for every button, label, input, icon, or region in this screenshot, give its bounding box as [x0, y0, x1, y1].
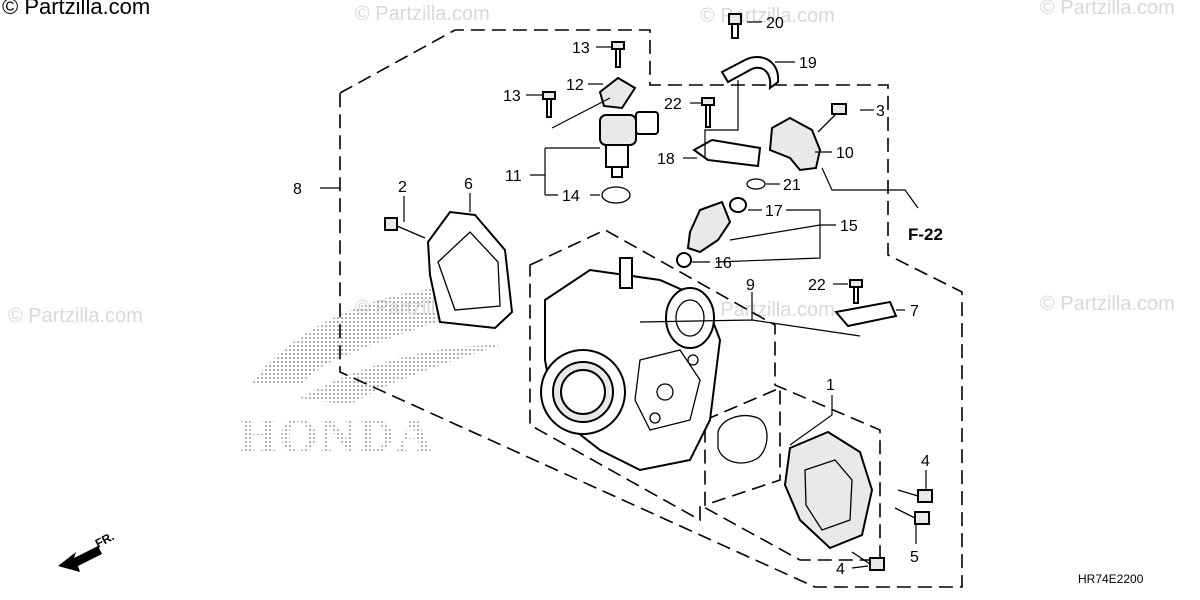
- o-ring-21: [746, 178, 766, 190]
- clamp-19: [720, 55, 780, 91]
- seal-17: [729, 197, 747, 213]
- plate-7: [834, 300, 898, 328]
- o-ring-14: [601, 186, 631, 204]
- cover-6: [426, 210, 514, 330]
- watermark: © Partzilla.com: [1040, 293, 1175, 315]
- callout-5: 5: [910, 549, 919, 566]
- throttle-body-9: [540, 257, 722, 472]
- callout-6: 6: [464, 176, 473, 193]
- callout-16: 16: [714, 255, 732, 272]
- sensor-11: [599, 111, 659, 178]
- callout-14: 14: [562, 188, 580, 205]
- callout-4: 4: [836, 561, 845, 578]
- watermark: © Partzilla.com: [8, 305, 143, 327]
- diagram-code: HR74E2200: [1078, 572, 1144, 586]
- callout-22: 22: [808, 277, 826, 294]
- screw-13-top: [611, 41, 625, 68]
- callout-1: 1: [826, 377, 835, 394]
- screw-4-top: [897, 489, 933, 503]
- callout-19: 19: [799, 55, 817, 72]
- bracket-18: [692, 138, 762, 168]
- callout-2: 2: [398, 179, 407, 196]
- reference-label: F-22: [908, 225, 943, 244]
- callout-20: 20: [766, 15, 784, 32]
- sub-group-outline: [529, 229, 881, 561]
- callout-8: 8: [293, 181, 302, 198]
- screw-4-bottom: [851, 551, 885, 571]
- callout-9: 9: [746, 277, 755, 294]
- leader-lines: [320, 21, 927, 569]
- injector-15: [686, 200, 732, 254]
- screw-22-top: [701, 97, 715, 128]
- callout-21: 21: [783, 177, 801, 194]
- screw-13-left: [542, 91, 556, 118]
- honda-logo-text: HONDA: [238, 407, 434, 463]
- front-arrow: FR.: [58, 529, 116, 572]
- sensor-1: [783, 430, 874, 550]
- callout-17: 17: [765, 203, 783, 220]
- callout-10: 10: [836, 145, 854, 162]
- callout-15: 15: [840, 218, 858, 235]
- screw-22-right: [849, 279, 863, 304]
- callout-12: 12: [566, 77, 584, 94]
- bolt-2: [384, 217, 426, 239]
- honda-wing-logo: [250, 285, 500, 405]
- watermark: © Partzilla.com: [700, 299, 835, 321]
- callout-13: 13: [572, 40, 590, 57]
- assembly-outline: [339, 29, 963, 588]
- callout-22: 22: [664, 96, 682, 113]
- seal-16: [676, 252, 692, 268]
- sensor-gasket: [717, 415, 768, 464]
- watermark: © Partzilla.com: [2, 0, 150, 19]
- watermark: © Partzilla.com: [1040, 0, 1175, 19]
- bolt-20: [728, 13, 742, 39]
- callout-4: 4: [921, 453, 930, 470]
- cover-12: [598, 76, 637, 110]
- callout-11: 11: [505, 168, 522, 185]
- bolt-3: [817, 103, 847, 133]
- callout-13: 13: [503, 88, 521, 105]
- callout-7: 7: [910, 303, 919, 320]
- part-10: [768, 116, 822, 172]
- watermark: © Partzilla.com: [355, 3, 490, 25]
- callouts: 20 19 13 12 13 22 3 18 10 11 21 8 2 6 14…: [293, 15, 930, 578]
- screw-5: [894, 507, 930, 525]
- callout-18: 18: [657, 151, 675, 168]
- callout-3: 3: [876, 103, 885, 120]
- gasket-outline: [704, 386, 781, 507]
